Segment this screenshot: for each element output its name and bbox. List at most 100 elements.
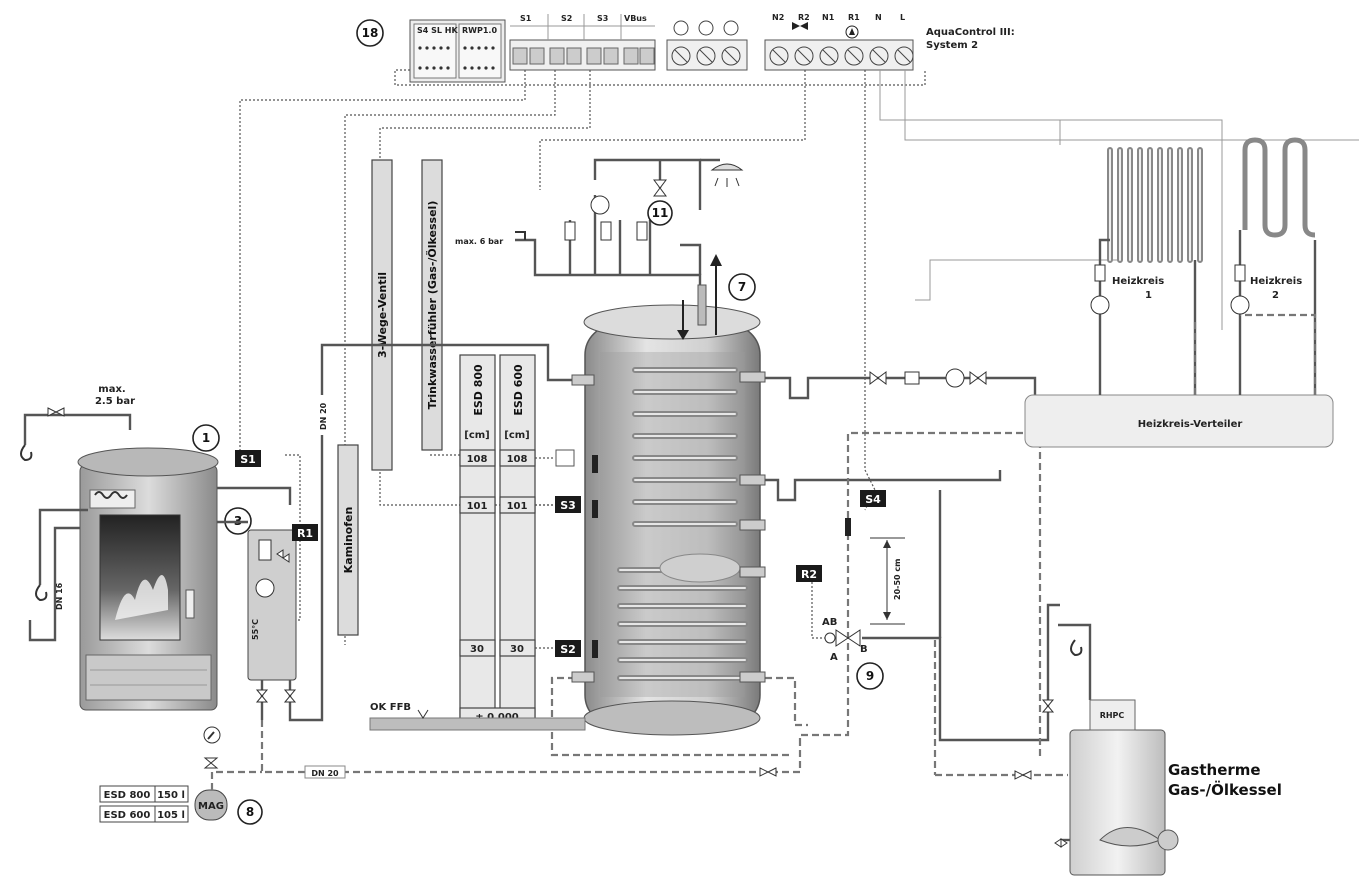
tag-s3: S3 [555,496,581,513]
three-way-valve-icon [835,629,861,647]
boiler-line2: Gas-/Ölkessel [1168,780,1282,799]
terminal-label-s2: S2 [561,14,572,23]
mag-row1-model: ESD 800 [104,790,151,801]
stove-max-1: max. [98,384,125,395]
vertical-labels: Kaminofen 3-Wege-Ventil Trinkwasserfühle… [337,159,443,636]
check-valve-icon-2 [904,371,920,385]
three-way-label: 3-Wege-Ventil [376,272,389,358]
boiler-control-panel [1089,699,1136,731]
mag-row2-model: ESD 600 [104,810,151,821]
pump-group-box [247,529,297,681]
pump-temp-label: 55°C [251,619,260,640]
power-screws [769,46,914,66]
valve-symbol-icon [792,22,808,30]
boiler-panel-label: RHPC [1100,711,1125,720]
terminal-label-r2: R2 [798,13,810,22]
floor-heating-icon [1242,137,1316,238]
mag-row1-volume: 150 l [157,790,185,801]
expansion-number: 8 [246,805,254,819]
dn16-label: DN 16 [55,582,64,610]
dn20-bottom: DN 20 [311,769,339,778]
heating-pump-1-icon [1090,295,1110,315]
stove-top [77,447,219,477]
mixing-valve: AB A B 9 20-50 cm [811,518,905,690]
height-row2-b: 101 [507,501,528,512]
misc-valves [255,689,1068,848]
expansion-vessel: MAG 8 ESD 800 150 l ESD 600 105 l [99,726,263,825]
height-row1-b: 108 [507,454,528,465]
stove: 1 max. 2.5 bar DN 16 [20,384,220,711]
height-row3-a: 30 [470,644,484,655]
kaminofen-label: Kaminofen [342,507,355,574]
stove-number-circle [192,424,220,452]
height-row2-a: 101 [467,501,488,512]
circuit2-line1: Heizkreis [1250,276,1302,287]
stove-max-2: 2.5 bar [95,396,135,407]
mag-label: MAG [198,801,224,812]
boiler-body [1069,729,1166,876]
svg-text:R2: R2 [801,568,817,581]
height-row3-b: 30 [510,644,524,655]
height-col1-label: ESD 800 [472,364,485,416]
tag-r2: R2 [796,565,822,582]
heating-circuits: Heizkreis-Verteiler Heizkreis 1 Heizkrei… [869,137,1334,448]
circulation-number-circle [647,200,673,226]
terminal-label-n: N [875,13,882,22]
ball-valve-icon-2 [969,371,987,385]
storage-tank: 7 [571,254,766,736]
valve-port-a: A [830,652,838,663]
height-table: ESD 800 ESD 600 [cm] [cm] 108 108 101 10… [369,354,586,731]
distributor-box [1024,394,1334,448]
distributor-label: Heizkreis-Verteiler [1138,419,1243,430]
hot-out-arrow-icon [710,254,722,266]
terminal-label-n1: N1 [822,13,835,22]
solid-pipes [217,158,1092,742]
tag-r1: R1 [292,524,318,541]
earth-terminal-block [666,39,748,71]
sensor-terminals [512,47,655,65]
valve-port-ab: AB [822,617,837,628]
display-dots [418,46,495,70]
height-row1-a: 108 [467,454,488,465]
tank-top [583,304,761,340]
height-unit-2: [cm] [504,430,530,441]
stove-window [99,514,181,641]
dhw-sensor-bar [421,159,443,451]
dhw-outlet-number: 7 [738,280,746,294]
tag-s4: S4 [860,490,886,507]
height-col-1 [459,354,496,721]
dashed-pipes [260,430,1320,777]
radiator-icon [1107,147,1203,263]
pump-icon [255,578,275,598]
mixer-valve-icon [653,179,667,197]
controller-title-1: AquaControl III: [926,27,1015,38]
dn20-vertical: DN 20 [319,402,328,430]
dhw-sensor-label: Trinkwasserfühler (Gas-/Ölkessel) [425,201,439,410]
stove-heat-exchanger [89,489,136,509]
mixing-valve-number: 9 [866,669,874,683]
boiler-line1: Gastherme [1168,761,1261,779]
safety-valve-icon [47,407,65,417]
main-pump-icon [945,368,965,388]
gas-boiler: RHPC Gastherme Gas-/Ölkessel [1060,639,1282,876]
controller: 18 S4 SL HK RWP1.0 S1 S2 S3 VBus [356,13,1015,83]
fire-icon [115,575,168,620]
dhw-coil [632,367,738,527]
circuit2-line2: 2 [1272,290,1279,301]
floor-label: OK FFB [370,702,411,713]
drain-funnel-icon-3 [1070,639,1083,657]
pump-group: 55°C 3 [224,507,297,681]
circuit1-line2: 1 [1145,290,1152,301]
display-label-1: S4 SL HK [417,26,458,35]
pump-symbol-icon [845,25,859,39]
circulation-group: 11 max. 6 bar [455,163,744,246]
svg-text:S1: S1 [240,453,256,466]
terminal-label-s3: S3 [597,14,608,23]
terminal-label-r1: R1 [848,13,860,22]
height-col-2 [499,354,536,721]
svg-text:S2: S2 [560,643,576,656]
terminal-label-s1: S1 [520,14,532,23]
floor-line [369,717,586,731]
pipe-labels: DN 20 DN 20 [304,395,346,779]
